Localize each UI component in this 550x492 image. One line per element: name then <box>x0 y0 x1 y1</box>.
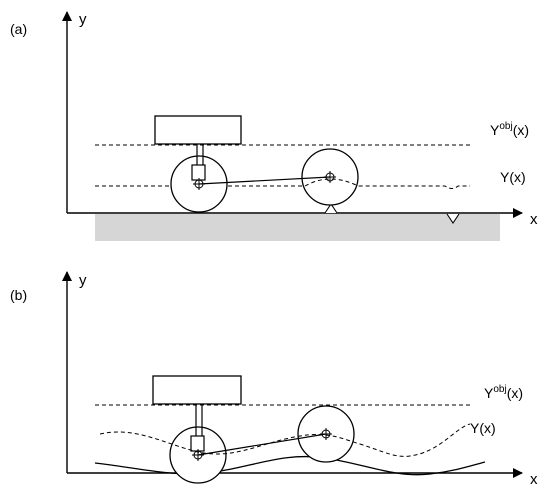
panel-b-yobj-label: Yobj(x) <box>484 384 523 401</box>
panel-a-ground <box>95 214 500 241</box>
panel-a-pothole <box>446 213 460 224</box>
panel-a-tag: (a) <box>10 21 27 37</box>
panel-b-x-axis-label: x <box>530 471 538 488</box>
panel-b-tag: (b) <box>10 287 27 303</box>
panel-b-damper <box>190 435 205 452</box>
panel-a-y-axis-label: y <box>79 11 87 28</box>
panel-a-damper <box>191 164 206 181</box>
panel-a-link-arm <box>198 176 331 185</box>
panel-b-y-line <box>99 423 471 457</box>
panel-a-y-line <box>95 178 470 189</box>
panel-a-y-line-over <box>304 178 359 187</box>
panel-b-y-axis-label: y <box>79 272 87 289</box>
panel-b: (b) y x Yobj <box>10 271 538 488</box>
panel-a-y-label: Y(x) <box>500 169 526 185</box>
panel-b-link-arm <box>197 433 327 456</box>
panel-a-yobj-label: Yobj(x) <box>490 121 529 138</box>
panel-b-vehicle-body <box>152 375 242 405</box>
panel-b-y-label: Y(x) <box>470 420 496 436</box>
panel-a: (a) y x <box>10 11 538 241</box>
panel-b-road-profile <box>94 455 486 476</box>
panel-a-vehicle-body <box>154 115 242 145</box>
panel-a-x-axis-label: x <box>530 211 538 228</box>
